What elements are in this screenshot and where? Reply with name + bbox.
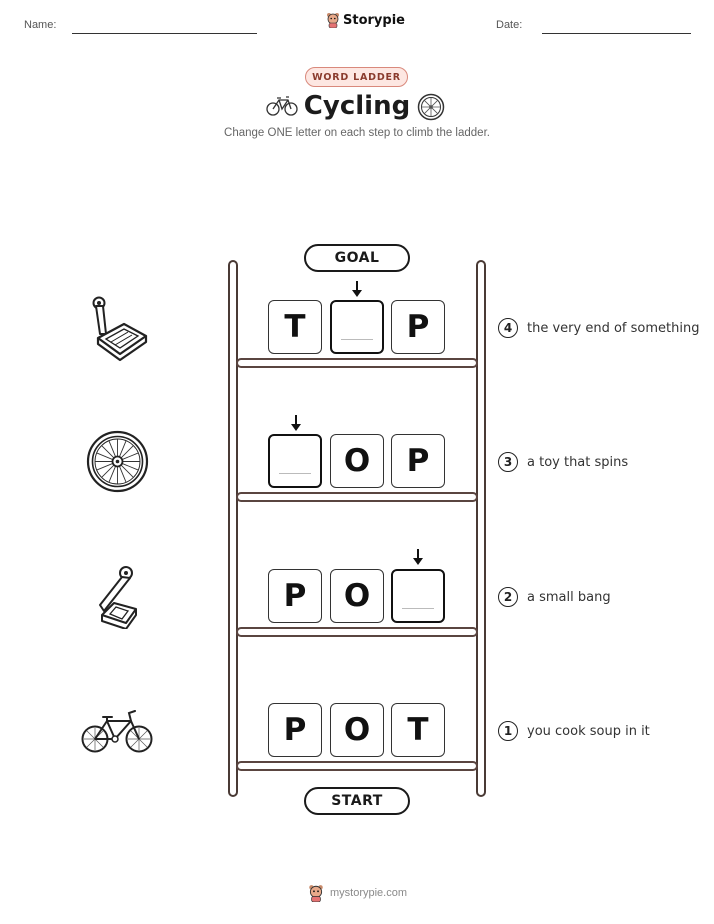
bicycle-icon [81,710,153,753]
clue-1: 1 you cook soup in it [498,721,650,741]
blank-letter-tile[interactable] [330,300,384,354]
footer-brand: mystorypie.com [308,884,407,902]
bicycle-pedal-icon [92,296,148,362]
letter-tile: P [391,300,445,354]
clue-text: the very end of something [527,320,700,336]
letter-tile: O [330,569,384,623]
ladder-rung [236,761,478,771]
small-wheel-icon [417,93,445,121]
start-label: START [304,787,410,815]
clue-text: you cook soup in it [527,723,650,739]
clue-4: 4 the very end of something [498,318,699,338]
letter-tile: P [391,434,445,488]
date-label: Date: [496,19,523,31]
instructions: Change ONE letter on each step to climb … [224,127,490,139]
ladder-rung [236,358,478,368]
clue-2: 2 a small bang [498,587,611,607]
worksheet-type-badge: WORD LADDER [305,67,408,87]
letter-tile: P [268,569,322,623]
ladder-rung [236,492,478,502]
clue-text: a toy that spins [527,454,629,470]
clue-3: 3 a toy that spins [498,452,628,472]
bear-mascot-icon [309,885,323,902]
clue-number: 4 [498,318,518,338]
brand-name: Storypie [343,12,405,28]
goal-label: GOAL [304,244,410,272]
bicycle-wheel-icon [86,430,149,493]
name-field[interactable] [72,33,257,34]
clue-text: a small bang [527,589,611,605]
letter-tile: T [391,703,445,757]
clue-number: 3 [498,452,518,472]
letter-tile: T [268,300,322,354]
ladder-left-rail [228,260,238,797]
clue-number: 1 [498,721,518,741]
pedal-crank-icon [99,566,137,629]
date-field[interactable] [542,33,691,34]
change-here-arrow-icon [413,549,423,565]
letter-tile: O [330,703,384,757]
small-bicycle-icon [266,96,298,116]
ladder-right-rail [476,260,486,797]
change-here-arrow-icon [352,281,362,297]
letter-tile: P [268,703,322,757]
worksheet-title: Cycling [303,91,411,121]
ladder-rung [236,627,478,637]
clue-number: 2 [498,587,518,607]
bear-mascot-icon [327,13,339,28]
footer-url: mystorypie.com [330,887,408,899]
blank-letter-tile[interactable] [268,434,322,488]
brand-logo: Storypie [326,12,405,28]
change-here-arrow-icon [291,415,301,431]
letter-tile: O [330,434,384,488]
blank-letter-tile[interactable] [391,569,445,623]
name-label: Name: [24,19,57,31]
